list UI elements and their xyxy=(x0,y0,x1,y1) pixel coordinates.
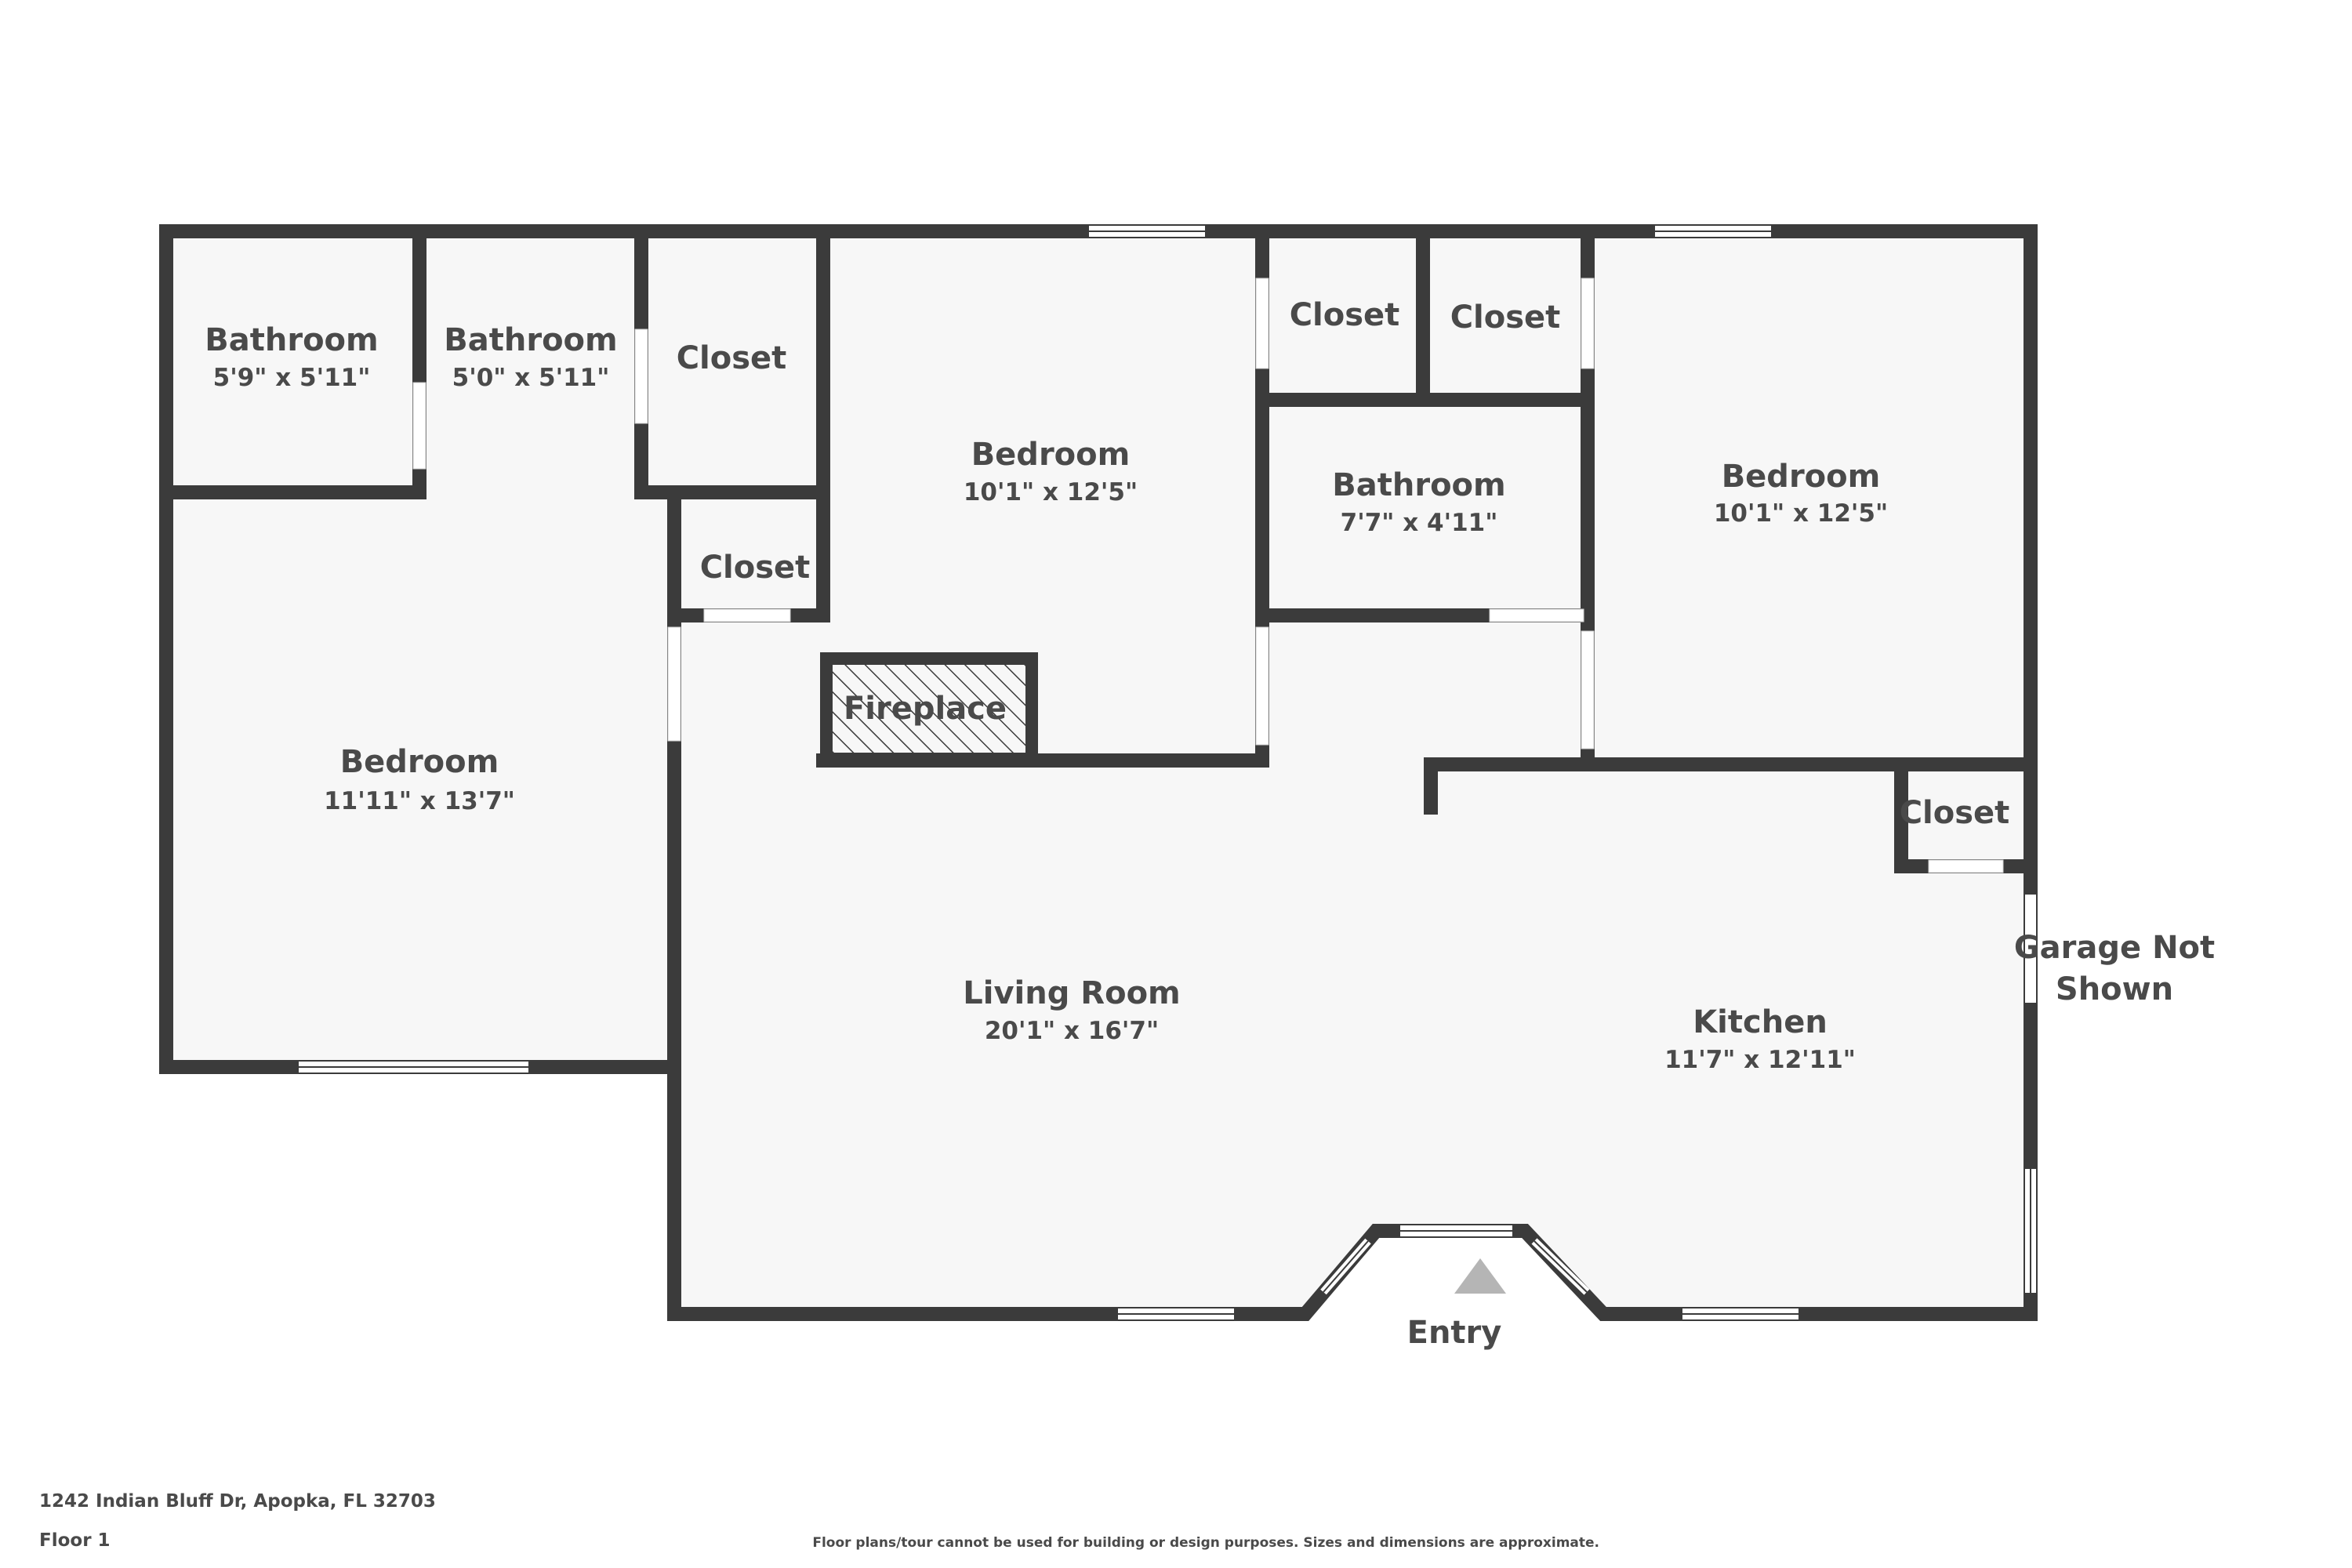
room-name: Fireplace xyxy=(844,691,1007,727)
disclaimer: Floor plans/tour cannot be used for buil… xyxy=(812,1535,1599,1551)
windows xyxy=(297,224,2038,1321)
room-dims: 11'7" x 12'11" xyxy=(1664,1046,1856,1074)
floor-label: Floor 1 xyxy=(39,1530,111,1551)
room-dims: 10'1" x 12'5" xyxy=(1714,499,1888,528)
bay-windows xyxy=(1320,1238,1590,1295)
room-name: Bedroom xyxy=(340,744,499,780)
room-name: Bedroom xyxy=(1722,459,1881,495)
room-name: Closet xyxy=(700,550,811,586)
garage-note: Shown xyxy=(2056,971,2173,1007)
room-name: Closet xyxy=(677,340,787,376)
room-dims: 20'1" x 16'7" xyxy=(985,1017,1159,1045)
room-dims: 10'1" x 12'5" xyxy=(964,478,1138,506)
floor-area xyxy=(166,231,2031,1314)
room-name: Closet xyxy=(1290,297,1400,333)
property-address: 1242 Indian Bluff Dr, Apopka, FL 32703 xyxy=(39,1491,436,1512)
fireplace-hearth xyxy=(820,652,1038,765)
room-name: Bathroom xyxy=(1332,467,1505,503)
room-name: Bathroom xyxy=(444,322,617,358)
room-dims: 11'11" x 13'7" xyxy=(324,787,515,815)
room-dims: 5'0" x 5'11" xyxy=(452,364,610,392)
room-name: Closet xyxy=(1450,299,1561,336)
room-name: Bedroom xyxy=(971,437,1131,473)
room-labels: Bathroom 5'9" x 5'11" Bathroom 5'0" x 5'… xyxy=(205,297,2215,1351)
room-name: Kitchen xyxy=(1693,1004,1828,1040)
entry-arrow-icon xyxy=(1454,1258,1506,1294)
door-openings xyxy=(412,278,2004,873)
room-name: Closet xyxy=(1900,795,2010,831)
room-name: Bathroom xyxy=(205,322,378,358)
room-dims: 7'7" x 4'11" xyxy=(1341,509,1498,537)
entry-label: Entry xyxy=(1407,1315,1502,1351)
room-name: Living Room xyxy=(963,975,1180,1011)
garage-note: Garage Not xyxy=(2014,930,2215,966)
room-dims: 5'9" x 5'11" xyxy=(213,364,371,392)
